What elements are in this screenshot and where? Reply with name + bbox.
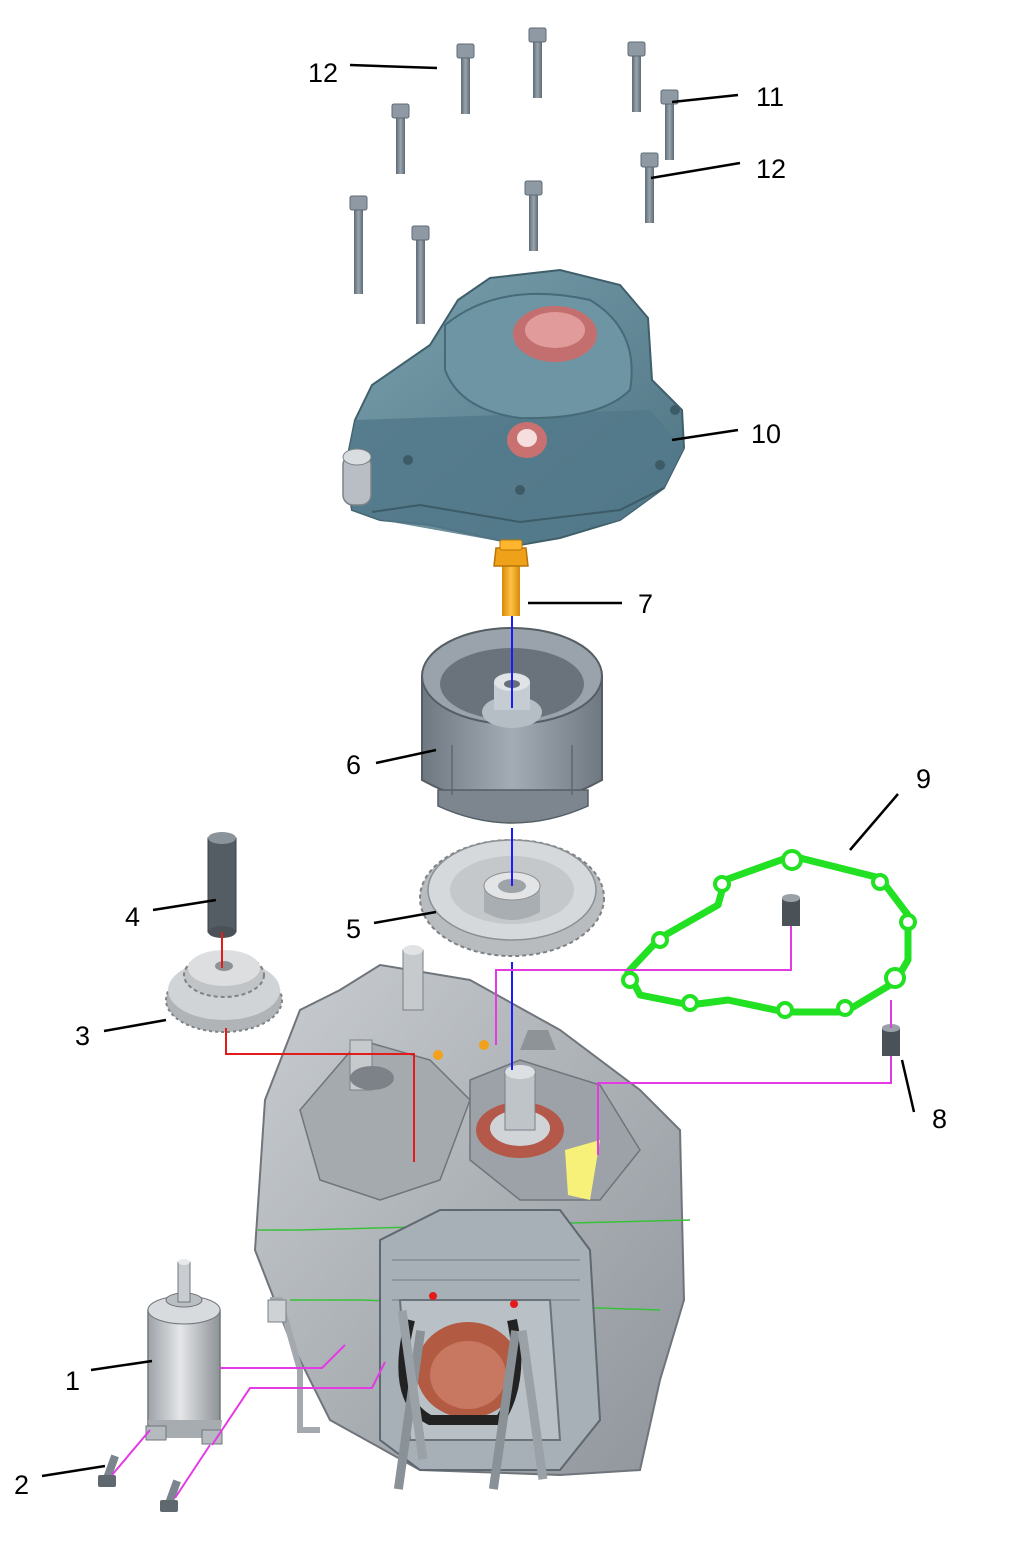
callout-label-7: 7: [638, 589, 653, 619]
dowel-pin: [882, 1024, 900, 1056]
callout-label-5: 5: [346, 914, 361, 944]
bolt: [640, 152, 659, 223]
bolt: [349, 195, 368, 294]
callout-label-4: 4: [125, 902, 140, 932]
bolt: [456, 43, 475, 114]
engine-crankcase: [253, 945, 691, 1490]
callout-label-9: 9: [916, 764, 931, 794]
assembly-leaders: [111, 616, 892, 1499]
bolt: [627, 41, 646, 112]
callout-label-12-top: 12: [308, 58, 338, 88]
callout-pointers: [41, 63, 916, 1478]
bolt: [528, 27, 547, 98]
dowel-pin: [782, 894, 800, 926]
bolt: [391, 103, 410, 174]
cover-gasket: [621, 849, 917, 1019]
bolt: [660, 89, 679, 160]
callout-label-2: 2: [14, 1470, 29, 1500]
idle-gear-shaft: [207, 832, 237, 938]
callout-label-10: 10: [751, 419, 781, 449]
bolt: [411, 225, 430, 324]
starter-motor: [145, 1259, 223, 1445]
cover-bolts: [349, 27, 679, 324]
starter-driven-gear: [419, 839, 605, 957]
callout-label-6: 6: [346, 750, 361, 780]
callout-label-3: 3: [75, 1021, 90, 1051]
callout-label-12-right: 12: [756, 154, 786, 184]
bolt: [524, 180, 543, 251]
starter-bolt: [160, 1479, 181, 1512]
callout-label-8: 8: [932, 1104, 947, 1134]
starter-bolt: [98, 1454, 119, 1487]
reduction-gear: [165, 950, 283, 1033]
rotor-bolt: [493, 539, 529, 616]
callout-labels: 1 2 3 4 5 6 7 8 9 10 11 12 12: [14, 58, 947, 1500]
callout-label-11: 11: [756, 82, 784, 112]
callout-label-1: 1: [65, 1366, 80, 1396]
engine-side-cover: [342, 268, 686, 547]
